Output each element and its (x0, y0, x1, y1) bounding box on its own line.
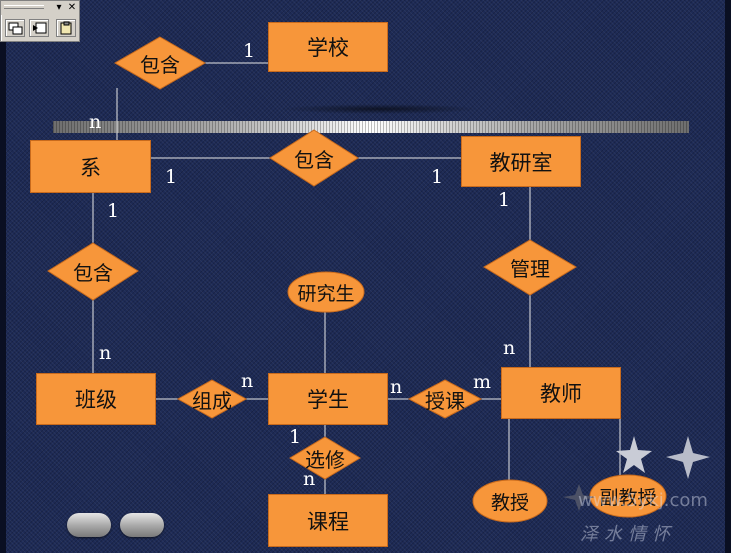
cardinality-school: 1 (243, 40, 256, 62)
entity-department: 系 (30, 140, 151, 193)
rel-office-teacher-label: 管理 (510, 257, 550, 281)
attr-professor-label: 教授 (490, 491, 529, 514)
attr-graduate-label: 研究生 (297, 282, 355, 305)
cardinality-student-to-course: 1 (289, 426, 302, 448)
cardinality-dept-to-school: n (89, 111, 102, 133)
rel-student-teacher-label: 授课 (425, 388, 465, 413)
star-icon (616, 436, 652, 473)
rel-student-course-diamond (289, 436, 361, 480)
floating-toolbar: ▾ ✕ (0, 0, 80, 42)
cardinality-office-to-teacher: 1 (498, 189, 511, 211)
rel-dept-class-diamond (47, 242, 139, 301)
rel-dept-class-label: 包含 (73, 261, 113, 285)
star-icon (666, 436, 710, 479)
cardinality-student-to-teacher: n (390, 376, 403, 398)
rel-dept-school-label: 包含 (140, 52, 180, 77)
cardinality-dept-to-class: 1 (107, 200, 120, 222)
toolbar-dropdown-icon[interactable]: ▾ (56, 2, 62, 13)
decor-shadow (280, 104, 480, 114)
attr-professor-ellipse (472, 479, 548, 523)
attr-assoc-professor-label: 副教授 (599, 486, 657, 509)
toolbar-button-2[interactable] (29, 19, 49, 37)
play-icon (33, 22, 47, 34)
entity-class: 班级 (36, 373, 156, 425)
rel-class-student-diamond (176, 379, 248, 419)
entity-office: 教研室 (461, 136, 581, 187)
star-icon (563, 484, 595, 511)
toolbar-close-icon[interactable]: ✕ (67, 2, 77, 13)
clipboard-icon (60, 21, 72, 35)
window-frame-left (0, 0, 6, 553)
watermark-url: www.5ykj.com (578, 490, 708, 511)
rel-office-teacher-diamond (483, 239, 577, 296)
rel-dept-office-diamond (269, 129, 359, 187)
toolbar-button-1[interactable] (5, 19, 25, 37)
rel-dept-office-label: 包含 (294, 147, 334, 172)
entity-teacher: 教师 (501, 367, 621, 419)
attr-graduate-ellipse (287, 271, 365, 313)
rel-student-course-label: 选修 (305, 447, 345, 472)
cardinality-office-to-dept: 1 (431, 166, 444, 188)
cardinality-teacher-m: m (473, 371, 492, 393)
window-frame-right (725, 0, 731, 553)
toolbar-button-3[interactable] (56, 19, 76, 37)
watermark-text: 泽水情怀 (580, 524, 676, 545)
rel-dept-school-diamond (114, 36, 206, 90)
entity-student: 学生 (268, 373, 388, 425)
decor-metal-band (53, 121, 689, 133)
nav-prev-button[interactable] (67, 513, 111, 537)
rel-student-teacher-diamond (407, 379, 483, 419)
cardinality-course: n (303, 468, 316, 490)
rel-class-student-label: 组成 (192, 388, 232, 413)
toolbar-grip[interactable] (4, 5, 44, 9)
cardinality-student-from-class: n (241, 370, 254, 392)
cardinality-class: n (99, 342, 112, 364)
toolbar-titlebar[interactable]: ▾ ✕ (1, 1, 79, 15)
attr-assoc-ellipse (589, 474, 667, 518)
cardinality-dept-to-office: 1 (165, 166, 178, 188)
entity-school: 学校 (268, 22, 388, 72)
entity-course: 课程 (268, 494, 388, 547)
window-icon (8, 22, 23, 35)
nav-next-button[interactable] (120, 513, 164, 537)
decor-stars (563, 436, 710, 511)
cardinality-teacher-from-office: n (503, 337, 516, 359)
